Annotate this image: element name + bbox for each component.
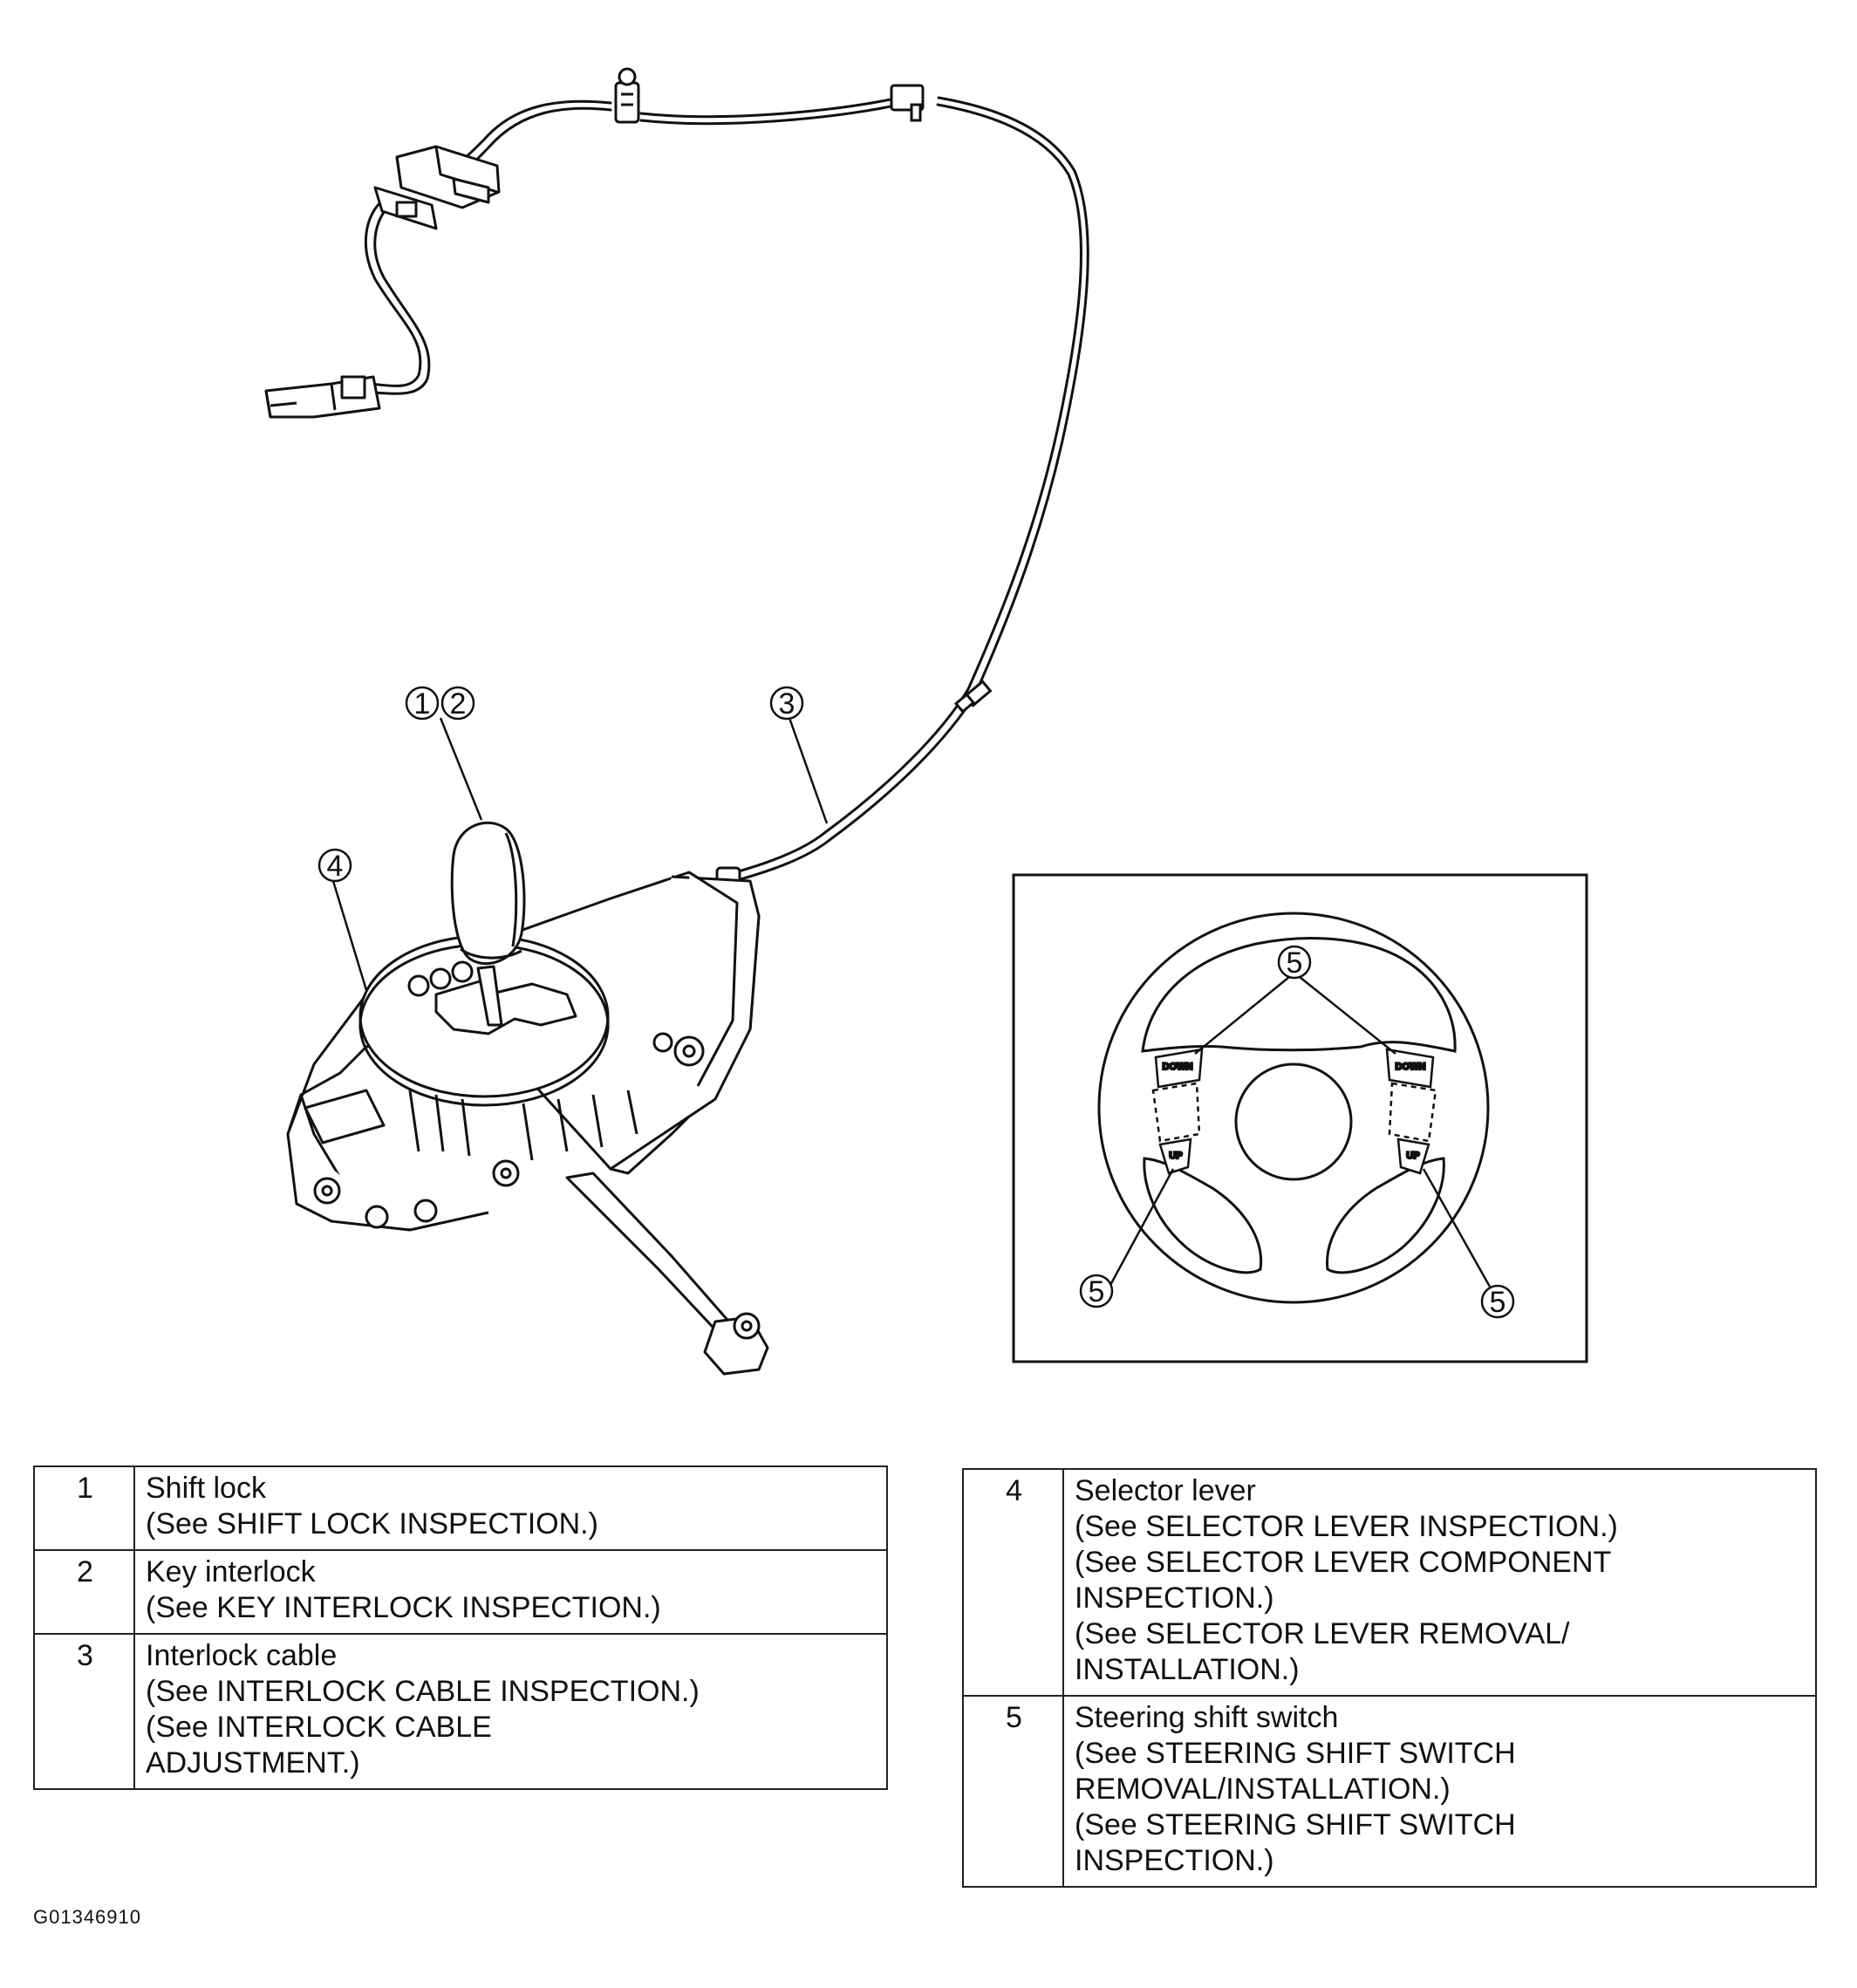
legend-reference: REMOVAL/INSTALLATION.) bbox=[1075, 1773, 1451, 1806]
figure-id: G01346910 bbox=[33, 1906, 141, 1928]
svg-text:1: 1 bbox=[414, 687, 431, 721]
legend-reference: INSPECTION.) bbox=[1075, 1844, 1274, 1877]
callout-1: 1 bbox=[405, 686, 440, 721]
legend-item-name: Steering shift switch bbox=[1075, 1701, 1339, 1734]
legend-reference: (See INTERLOCK CABLE INSPECTION.) bbox=[146, 1675, 700, 1708]
legend-number: 5 bbox=[962, 1695, 1064, 1888]
svg-text:2: 2 bbox=[450, 687, 467, 721]
legend-reference: ADJUSTMENT.) bbox=[146, 1746, 360, 1780]
svg-text:5: 5 bbox=[1490, 1286, 1506, 1319]
legend-number: 2 bbox=[33, 1549, 135, 1635]
legend-row: 1 Shift lock (See SHIFT LOCK INSPECTION.… bbox=[33, 1465, 888, 1551]
callout-4: 4 bbox=[317, 848, 352, 883]
legend-reference: (See KEY INTERLOCK INSPECTION.) bbox=[146, 1591, 661, 1624]
legend-description: Key interlock (See KEY INTERLOCK INSPECT… bbox=[133, 1549, 888, 1635]
up-label-right: UP bbox=[1406, 1151, 1419, 1161]
callout-5-top: 5 bbox=[1277, 945, 1312, 980]
svg-text:5: 5 bbox=[1287, 946, 1303, 980]
legend-reference: (See SHIFT LOCK INSPECTION.) bbox=[146, 1507, 598, 1541]
callout-leaders bbox=[331, 717, 829, 991]
legend-number: 3 bbox=[33, 1633, 135, 1790]
selector-lever-assembly bbox=[286, 821, 769, 1376]
legend-description: Interlock cable (See INTERLOCK CABLE INS… bbox=[133, 1633, 888, 1790]
legend-reference: (See STEERING SHIFT SWITCH bbox=[1075, 1737, 1516, 1770]
legend-description: Steering shift switch (See STEERING SHIF… bbox=[1062, 1695, 1817, 1888]
down-label-right: DOWN bbox=[1396, 1062, 1426, 1072]
legend-description: Selector lever (See SELECTOR LEVER INSPE… bbox=[1062, 1468, 1817, 1697]
callout-2: 2 bbox=[440, 686, 475, 721]
legend-reference: INSTALLATION.) bbox=[1075, 1653, 1300, 1686]
svg-text:4: 4 bbox=[327, 850, 344, 883]
right-paddle: DOWN UP bbox=[1385, 1048, 1437, 1175]
legend-row: 3 Interlock cable (See INTERLOCK CABLE I… bbox=[33, 1633, 888, 1790]
legend-reference: INSPECTION.) bbox=[1075, 1582, 1274, 1615]
cable-fittings bbox=[614, 67, 993, 885]
steering-wheel-inset: DOWN UP DOWN UP 5 5 5 bbox=[1012, 873, 1588, 1363]
legend-item-name: Selector lever bbox=[1075, 1474, 1256, 1507]
legend-number: 1 bbox=[33, 1465, 135, 1551]
legend-reference: (See SELECTOR LEVER INSPECTION.) bbox=[1075, 1510, 1618, 1543]
key-interlock-plug bbox=[264, 375, 381, 419]
callout-5-leaders bbox=[1108, 976, 1492, 1288]
down-label-left: DOWN bbox=[1163, 1062, 1193, 1072]
steering-wheel bbox=[1097, 912, 1490, 1304]
callout-5-left: 5 bbox=[1079, 1274, 1114, 1308]
legend-table-left: 1 Shift lock (See SHIFT LOCK INSPECTION.… bbox=[33, 1465, 888, 1790]
legend-reference: (See INTERLOCK CABLE bbox=[146, 1711, 492, 1744]
legend-number: 4 bbox=[962, 1468, 1064, 1697]
legend-reference: (See SELECTOR LEVER REMOVAL/ bbox=[1075, 1617, 1570, 1650]
left-paddle: DOWN UP bbox=[1151, 1048, 1204, 1175]
legend-row: 4 Selector lever (See SELECTOR LEVER INS… bbox=[962, 1468, 1817, 1697]
up-label-left: UP bbox=[1169, 1151, 1182, 1161]
legend-row: 5 Steering shift switch (See STEERING SH… bbox=[962, 1695, 1817, 1888]
callout-5-right: 5 bbox=[1480, 1284, 1515, 1319]
legend-item-name: Key interlock bbox=[146, 1555, 316, 1588]
legend-item-name: Interlock cable bbox=[146, 1639, 338, 1672]
legend-item-name: Shift lock bbox=[146, 1472, 266, 1505]
shift-lock-connector bbox=[373, 145, 501, 230]
legend-reference: (See SELECTOR LEVER COMPONENT bbox=[1075, 1546, 1612, 1579]
legend-reference: (See STEERING SHIFT SWITCH bbox=[1075, 1808, 1516, 1841]
legend-row: 2 Key interlock (See KEY INTERLOCK INSPE… bbox=[33, 1549, 888, 1635]
legend-table-right: 4 Selector lever (See SELECTOR LEVER INS… bbox=[962, 1468, 1817, 1888]
callout-3: 3 bbox=[769, 686, 804, 721]
svg-text:5: 5 bbox=[1089, 1275, 1105, 1308]
legend-description: Shift lock (See SHIFT LOCK INSPECTION.) bbox=[133, 1465, 888, 1551]
svg-text:3: 3 bbox=[779, 687, 795, 721]
interlock-cable bbox=[364, 94, 1089, 884]
